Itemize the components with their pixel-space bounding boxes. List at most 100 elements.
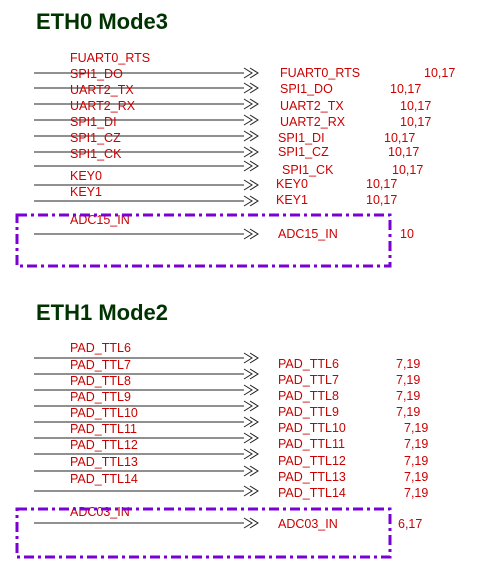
- net-arrow: [249, 67, 259, 79]
- net-arrow: [243, 400, 253, 412]
- net-arrow: [249, 384, 259, 396]
- eth0-right-name: KEY0: [276, 177, 308, 191]
- eth1-right-name: PAD_TTL11: [278, 437, 345, 451]
- net-arrow: [249, 82, 259, 94]
- eth0-top-label: FUART0_RTS: [70, 51, 150, 65]
- eth1-right-ref: 7,19: [396, 373, 420, 387]
- eth0-right-ref: 10,17: [390, 82, 421, 96]
- net-arrow: [243, 82, 253, 94]
- net-arrow: [243, 448, 253, 460]
- net-arrow: [243, 179, 253, 191]
- eth0-right-ref: 10,17: [400, 99, 431, 113]
- net-arrow: [243, 416, 253, 428]
- eth1-right-ref: 7,19: [404, 454, 428, 468]
- eth1-left-label: PAD_TTL14: [70, 472, 138, 486]
- eth0-right-name: UART2_RX: [280, 115, 346, 129]
- eth0-right-name: SPI1_CK: [282, 163, 334, 177]
- eth1-right-name: PAD_TTL12: [278, 454, 346, 468]
- net-arrow: [249, 368, 259, 380]
- eth0-right-name: SPI1_CZ: [278, 145, 329, 159]
- net-arrow: [243, 368, 253, 380]
- eth0-right-ref: 10,17: [366, 177, 397, 191]
- net-arrow: [249, 195, 259, 207]
- eth1-left-label: PAD_TTL7: [70, 358, 131, 372]
- eth1-left-label: PAD_TTL12: [70, 438, 138, 452]
- net-arrow: [243, 228, 253, 240]
- eth0-right-name: KEY1: [276, 193, 308, 207]
- net-arrow: [249, 416, 259, 428]
- net-arrow: [243, 465, 253, 477]
- eth1-left-label: PAD_TTL9: [70, 390, 131, 404]
- eth0-right-ref: 10,17: [366, 193, 397, 207]
- eth1-right-name: ADC03_IN: [278, 517, 338, 531]
- eth1-right-ref: 7,19: [404, 486, 428, 500]
- eth0-nets: FUART0_RTS 10,17 SPI1_DO SPI1_DO 10,17 U…: [34, 66, 455, 241]
- net-arrow: [249, 146, 259, 158]
- net-arrow: [243, 130, 253, 142]
- eth1-right-name: PAD_TTL9: [278, 405, 339, 419]
- net-arrow: [243, 98, 253, 110]
- eth0-right-ref: 10,17: [424, 66, 455, 80]
- eth1-right-name: PAD_TTL13: [278, 470, 346, 484]
- eth1-right-ref: 6,17: [398, 517, 422, 531]
- eth1-right-ref: 7,19: [396, 357, 420, 371]
- eth0-left-label: ADC15_IN: [70, 213, 130, 227]
- net-arrow: [249, 465, 259, 477]
- eth1-right-ref: 7,19: [404, 421, 428, 435]
- eth1-title: ETH1 Mode2: [36, 300, 168, 325]
- eth1-left-label: PAD_TTL8: [70, 374, 131, 388]
- net-arrow: [243, 160, 253, 172]
- eth0-right-ref: 10,17: [388, 145, 419, 159]
- net-arrow: [243, 517, 253, 529]
- net-arrow: [243, 432, 253, 444]
- eth0-right-ref: 10: [400, 227, 414, 241]
- eth1-right-name: PAD_TTL8: [278, 389, 339, 403]
- eth1-top-label: PAD_TTL6: [70, 341, 131, 355]
- net-arrow: [249, 432, 259, 444]
- eth1-right-name: PAD_TTL10: [278, 421, 346, 435]
- eth0-right-ref: 10,17: [400, 115, 431, 129]
- eth1-left-label: PAD_TTL13: [70, 455, 138, 469]
- net-arrow: [249, 485, 259, 497]
- net-arrow: [249, 130, 259, 142]
- eth0-right-name: UART2_TX: [280, 99, 344, 113]
- net-arrow: [243, 195, 253, 207]
- net-arrow: [243, 384, 253, 396]
- eth0-title: ETH0 Mode3: [36, 9, 168, 34]
- eth0-left-label: SPI1_DI: [70, 115, 117, 129]
- eth1-right-ref: 7,19: [404, 470, 428, 484]
- eth0-left-label: UART2_TX: [70, 83, 134, 97]
- eth1-right-name: PAD_TTL7: [278, 373, 339, 387]
- eth1-left-label: PAD_TTL10: [70, 406, 138, 420]
- eth1-section: ETH1 Mode2 PAD_TTL6 PAD_TTL6 7,19 PAD_TT…: [15, 300, 428, 559]
- net-arrow: [249, 400, 259, 412]
- eth0-right-ref: 10,17: [392, 163, 423, 177]
- eth0-left-label: SPI1_CK: [70, 147, 122, 161]
- net-arrow: [249, 179, 259, 191]
- net-arrow: [243, 352, 253, 364]
- net-arrow: [249, 352, 259, 364]
- eth0-section: ETH0 Mode3 FUART0_RTS FUART0_RTS 10,17 S…: [15, 9, 455, 268]
- net-arrow: [249, 448, 259, 460]
- eth1-right-ref: 7,19: [396, 405, 420, 419]
- net-arrow: [249, 98, 259, 110]
- net-arrow: [249, 160, 259, 172]
- eth0-left-label: SPI1_DO: [70, 67, 123, 81]
- eth1-right-name: PAD_TTL6: [278, 357, 339, 371]
- net-arrow: [243, 146, 253, 158]
- eth0-left-label: KEY1: [70, 185, 102, 199]
- eth1-right-ref: 7,19: [404, 437, 428, 451]
- eth0-right-name: ADC15_IN: [278, 227, 338, 241]
- eth1-left-label: PAD_TTL11: [70, 422, 137, 436]
- net-arrow: [243, 114, 253, 126]
- eth1-nets: PAD_TTL6 7,19 PAD_TTL7 PAD_TTL7 7,19 PAD…: [34, 352, 428, 531]
- eth0-left-label: UART2_RX: [70, 99, 136, 113]
- eth1-right-name: PAD_TTL14: [278, 486, 346, 500]
- eth0-highlight-box: [15, 213, 392, 268]
- eth0-right-name: FUART0_RTS: [280, 66, 360, 80]
- eth0-right-ref: 10,17: [384, 131, 415, 145]
- net-arrow: [249, 517, 259, 529]
- eth1-right-ref: 7,19: [396, 389, 420, 403]
- eth0-left-label: SPI1_CZ: [70, 131, 121, 145]
